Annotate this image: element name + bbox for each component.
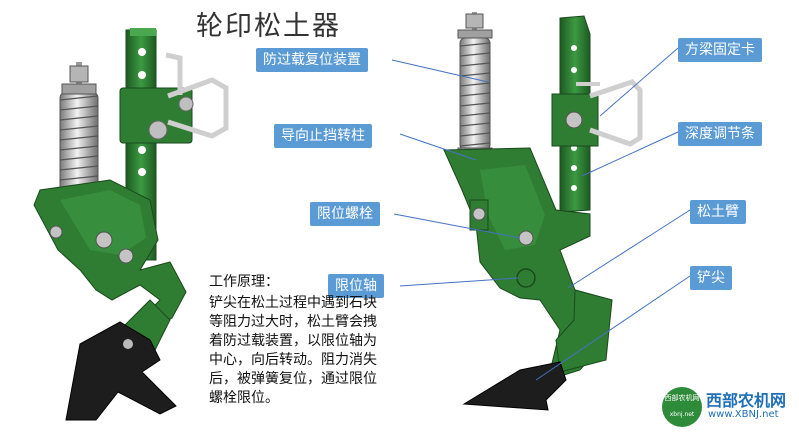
left-spring-cap	[61, 83, 97, 95]
left-u-bolt	[167, 77, 229, 139]
logo-badge-text: 西部农机网	[664, 394, 700, 402]
right-shovel-tip	[462, 361, 567, 411]
left-tip-bolt	[123, 339, 133, 349]
principle-text-block: 工作原理： 铲尖在松土过程中遇到石块等阻力过大时，松土臂会拽着防过载装置，以限位…	[209, 273, 389, 408]
principle-heading: 工作原理：	[209, 274, 279, 290]
left-limit-bolt	[118, 248, 134, 264]
label-depth-strip: 深度调节条	[678, 122, 762, 146]
left-clamp-block	[119, 87, 193, 144]
left-strip-hole	[138, 168, 146, 176]
leader-depth-strip	[581, 131, 679, 177]
left-u-bolt-top	[165, 52, 183, 95]
left-side-bolt	[49, 225, 63, 239]
right-spring-cap	[457, 29, 493, 39]
left-subsoiler-view	[33, 28, 229, 421]
site-logo: 西部农机网 xbnj.net 西部农机网 www.XBNJ.net	[656, 383, 790, 433]
logo-badge-url: xbnj.net	[669, 411, 695, 418]
left-spring-nut	[69, 65, 89, 83]
left-pivot-bolt	[95, 231, 113, 249]
diagram-title: 轮印松土器	[196, 11, 341, 42]
logo-badge	[662, 387, 702, 427]
leader-limit-bolt	[393, 213, 521, 239]
label-limit-shaft: 限位轴	[328, 274, 384, 298]
right-spring-nut	[465, 13, 484, 29]
left-clamp-nut	[148, 120, 168, 140]
right-strip-hole	[571, 165, 577, 171]
logo-site-url: www.XBNJ.net	[708, 409, 779, 420]
right-u-bolt	[589, 79, 643, 147]
label-arm: 松土臂	[690, 200, 746, 224]
right-arm-highlight	[480, 165, 545, 250]
label-overload-reset: 防过载复位装置	[256, 48, 368, 72]
leader-overload	[391, 59, 489, 83]
label-tip: 铲尖	[690, 266, 732, 290]
left-strip-top	[130, 28, 156, 36]
logo-site-name: 西部农机网	[706, 391, 787, 410]
label-limit-bolt: 限位螺栓	[310, 202, 380, 226]
right-limit-bolt	[518, 230, 534, 246]
principle-body: 铲尖在松土过程中遇到石块等阻力过大时，松土臂会拽着防过载装置，以限位轴为中心，向…	[209, 295, 377, 406]
right-link-bolt	[472, 207, 486, 221]
right-limit-shaft	[516, 268, 536, 288]
left-strip-hole	[138, 71, 146, 79]
right-strip-hole	[571, 67, 577, 73]
leader-tip	[535, 275, 691, 381]
right-spring-coil	[459, 37, 491, 151]
right-strip-hole	[571, 185, 577, 191]
leader-beam-clamp	[599, 47, 679, 117]
label-beam-clamp: 方梁固定卡	[678, 38, 762, 62]
right-clamp-nut	[565, 111, 583, 129]
leader-lines	[391, 47, 691, 381]
left-arm-shade	[60, 190, 146, 255]
leader-arm	[567, 209, 691, 289]
leader-guide-column	[399, 133, 477, 161]
left-shovel-tip	[65, 321, 177, 421]
label-guide-column: 导向止挡转柱	[274, 124, 372, 148]
left-strip-hole	[138, 146, 146, 154]
left-strip-hole	[138, 48, 146, 56]
right-subsoiler-view	[443, 12, 643, 411]
leader-limit-shaft	[399, 277, 519, 287]
right-strip-hole	[571, 45, 577, 51]
left-clamp-nut	[178, 96, 194, 112]
